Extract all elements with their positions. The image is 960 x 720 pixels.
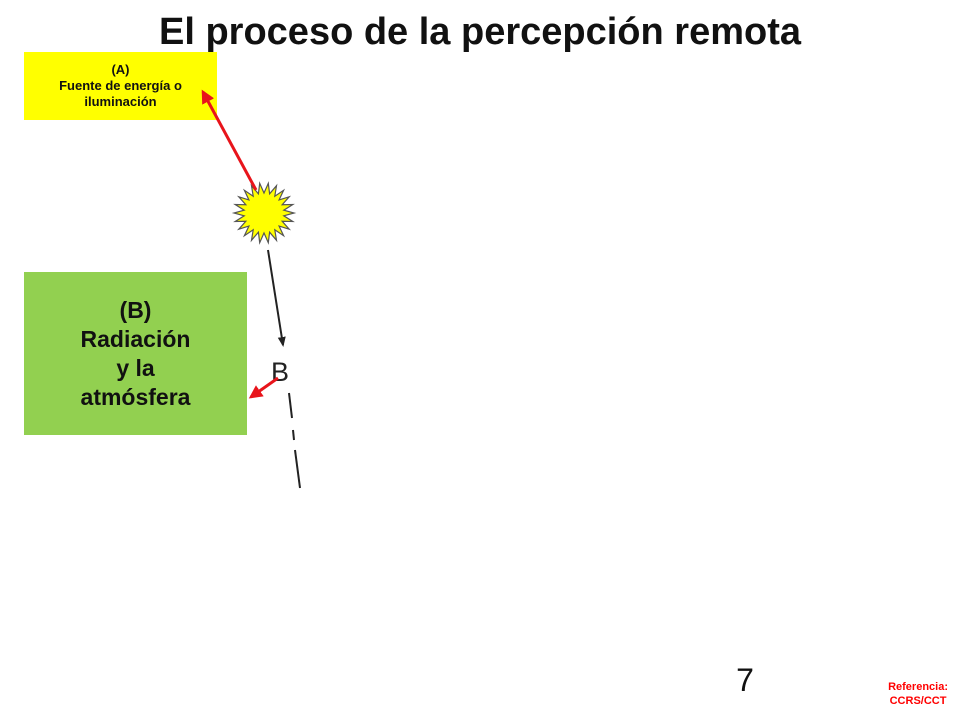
reference-line1: Referencia: [888, 681, 948, 693]
radiation-ray-segment-2 [292, 429, 295, 441]
pointer-arrow-b [248, 376, 279, 399]
box-b-line2: Radiación [80, 325, 191, 352]
label-box-energy-source: (A) Fuente de energía o iluminación [24, 52, 217, 120]
slide-number: 7 [736, 662, 754, 698]
radiation-ray-segment-1 [288, 392, 293, 419]
reference-line2: CCRS/CCT [889, 695, 947, 707]
box-b-line1: (B) [119, 296, 152, 323]
box-b-line3: y la [116, 354, 155, 381]
radiation-ray-segment-3 [294, 449, 301, 489]
box-a-line2: Fuente de energía o [59, 78, 182, 93]
reference-note: Referencia: CCRS/CCT [888, 680, 948, 708]
label-box-radiation-atmosphere: (B) Radiación y la atmósfera [24, 272, 247, 435]
box-a-line1: (A) [111, 62, 130, 77]
radiation-ray-incoming [267, 249, 286, 347]
sun-icon [231, 181, 297, 245]
page-title: El proceso de la percepción remota [159, 11, 801, 53]
box-a-line3: iluminación [84, 94, 157, 109]
pointer-arrow-a [201, 89, 258, 191]
box-b-line4: atmósfera [80, 383, 191, 410]
